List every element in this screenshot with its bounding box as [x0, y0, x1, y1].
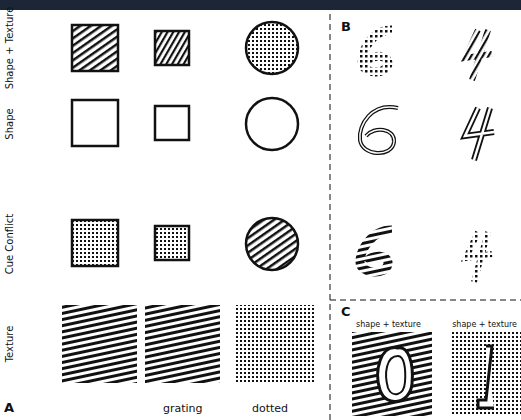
- row-label: Shape: [5, 108, 15, 139]
- stimulus-caption: shape + texture: [452, 321, 517, 329]
- row-label: Texture: [5, 326, 15, 363]
- stimulus-caption: shape + texture: [356, 321, 421, 329]
- panel-letter: B: [341, 20, 351, 33]
- row-label: Cue Conflict: [5, 214, 15, 275]
- column-label: dotted: [252, 403, 288, 414]
- row-label: Shape + Texture: [5, 7, 15, 90]
- panel-letter: C: [341, 305, 351, 318]
- panel-letter: A: [4, 401, 14, 414]
- column-label: grating: [163, 403, 203, 414]
